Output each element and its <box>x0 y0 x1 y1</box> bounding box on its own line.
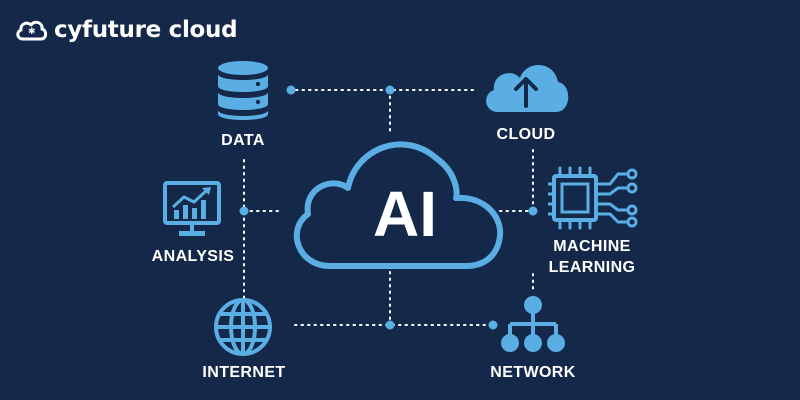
node-label-cloud: CLOUD <box>496 126 556 143</box>
node-label-network: NETWORK <box>490 364 576 381</box>
node-label-machine: MACHINE <box>553 238 631 255</box>
node-label-internet: INTERNET <box>202 364 286 381</box>
cloud-upload-icon <box>486 64 569 112</box>
node-label-data: DATA <box>221 132 265 149</box>
brand-logo[interactable]: ✱ cyfuture cloud <box>14 14 238 46</box>
node-label-machine-learning: MACHINE LEARNING <box>538 236 646 278</box>
brand-name: cyfuture cloud <box>54 17 238 43</box>
node-label-learning: LEARNING <box>548 259 636 276</box>
node-label-analysis: ANALYSIS <box>151 248 235 265</box>
cloud-logo-icon: ✱ <box>16 20 48 41</box>
database-icon <box>218 61 268 120</box>
chart-monitor-icon <box>163 181 221 236</box>
network-tree-icon <box>501 296 565 352</box>
globe-icon <box>214 298 272 356</box>
cloud-outline-icon <box>294 141 504 269</box>
chip-icon <box>548 166 638 230</box>
svg-text:✱: ✱ <box>28 27 36 37</box>
center-ai-label: AI <box>373 178 437 250</box>
